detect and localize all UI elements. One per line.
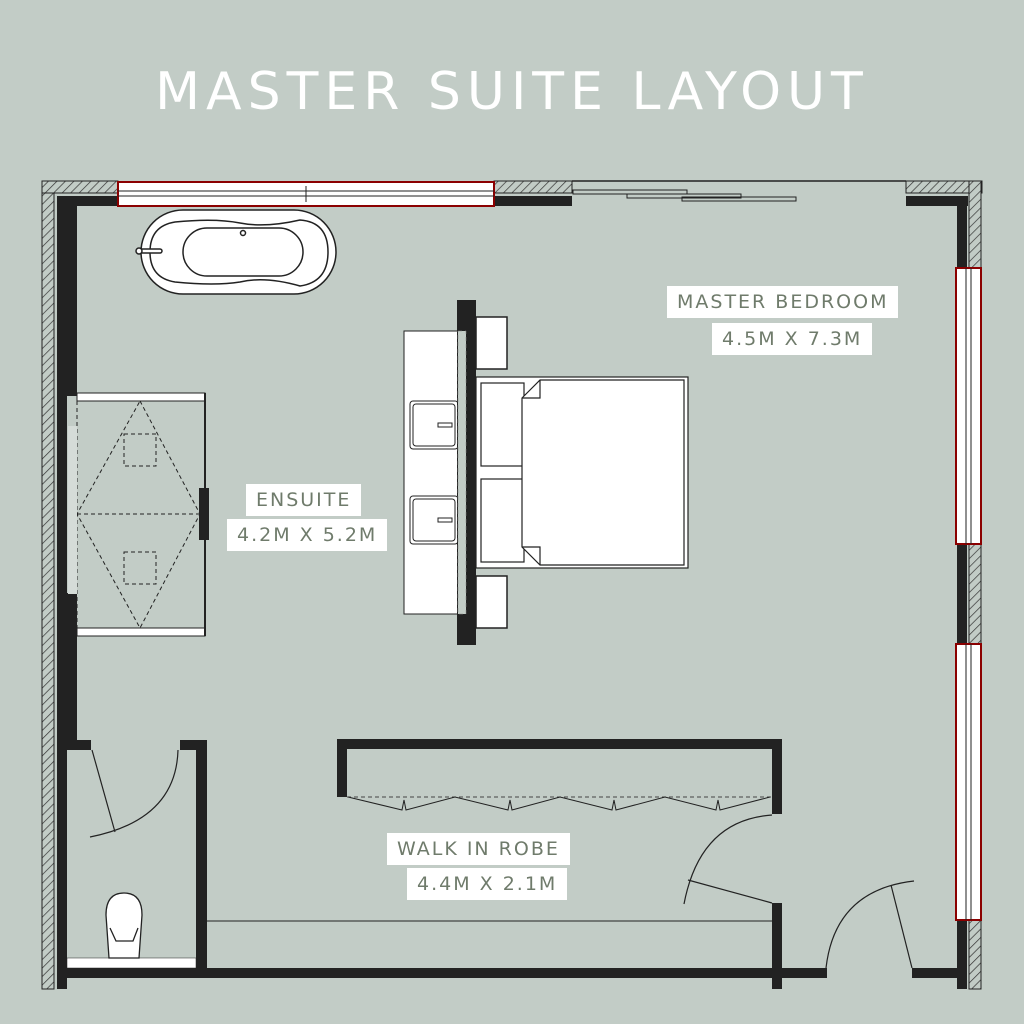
room-label-ensuite: ENSUITE bbox=[246, 484, 362, 516]
exterior-walls bbox=[41, 180, 983, 990]
double-vanity bbox=[403, 330, 459, 615]
bedside-tables bbox=[475, 316, 508, 629]
walk-in-robe bbox=[207, 739, 826, 989]
bed bbox=[475, 376, 689, 569]
room-dims-ensuite: 4.2M X 5.2M bbox=[227, 519, 388, 551]
page-title: MASTER SUITE LAYOUT bbox=[155, 62, 869, 122]
window-top bbox=[117, 181, 495, 207]
window-right-lower bbox=[955, 643, 982, 921]
window-right-upper bbox=[955, 267, 982, 545]
room-dims-walk-in-robe: 4.4M X 2.1M bbox=[407, 868, 568, 900]
room-label-walk-in-robe: WALK IN ROBE bbox=[387, 833, 570, 865]
feature-wall bbox=[457, 300, 476, 645]
entry-door bbox=[825, 880, 915, 969]
room-dims-master-bedroom: 4.5M X 7.3M bbox=[712, 323, 873, 355]
toilet bbox=[105, 892, 143, 959]
sliding-door bbox=[572, 189, 797, 202]
room-label-master-bedroom: MASTER BEDROOM bbox=[667, 286, 899, 318]
bathtub bbox=[135, 209, 337, 295]
shower bbox=[68, 392, 209, 637]
